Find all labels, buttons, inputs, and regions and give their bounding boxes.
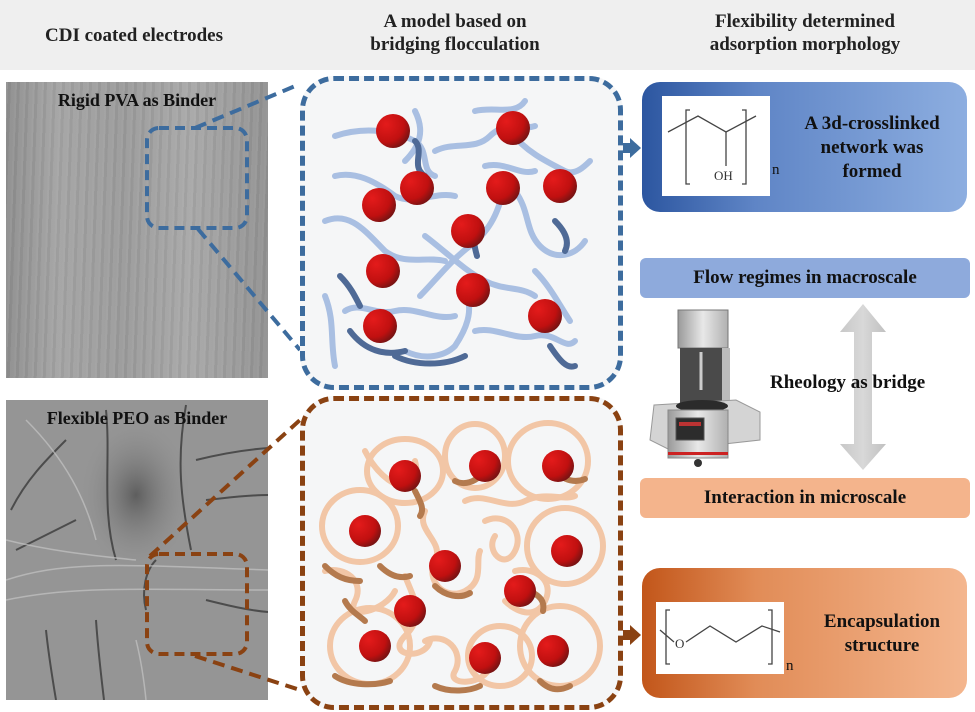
- particle: [389, 460, 421, 492]
- peo-crack-pattern: [6, 400, 268, 700]
- peo-zoom-line-top: [148, 418, 302, 558]
- particle: [362, 188, 396, 222]
- peo-coil-illustration: [319, 420, 606, 694]
- peo-oxygen-atom: O: [675, 636, 684, 651]
- particle: [528, 299, 562, 333]
- pva-subscript-n: n: [772, 162, 780, 178]
- microscale-label-bar: Interaction in microscale: [640, 478, 970, 518]
- pva-zoom-line-bottom: [196, 227, 302, 352]
- pva-result-line3: formed: [842, 161, 902, 182]
- rheology-bridge-label: Rheology as bridge: [770, 372, 926, 393]
- pva-bridging-model: [300, 76, 623, 390]
- macroscale-label-bar: Flow regimes in macroscale: [640, 258, 970, 298]
- particle: [451, 214, 485, 248]
- header-bar: CDI coated electrodes A model based on b…: [0, 0, 975, 70]
- header-col-model: A model based on bridging flocculation: [290, 10, 620, 56]
- peo-zoom-region: [145, 552, 249, 656]
- particle: [376, 114, 410, 148]
- bidirectional-arrow: [840, 304, 886, 470]
- particle: [486, 171, 520, 205]
- pva-result-line1: A 3d-crosslinked: [804, 113, 940, 134]
- header-col-morphology-line2: adsorption morphology: [709, 34, 901, 55]
- peo-result-panel: O n Encapsulation structure: [642, 568, 967, 698]
- peo-structure: O: [656, 602, 784, 674]
- peo-result-text: Encapsulation structure: [797, 610, 967, 658]
- peo-subscript-n: n: [786, 658, 794, 674]
- peo-result-line1: Encapsulation: [823, 611, 941, 632]
- peo-structure-drawing: O: [659, 609, 781, 665]
- particle: [469, 450, 501, 482]
- particle: [504, 575, 536, 607]
- particle: [394, 595, 426, 627]
- particle: [469, 642, 501, 674]
- header-col-model-line2: bridging flocculation: [370, 34, 540, 55]
- header-col-morphology-line1: Flexibility determined: [715, 11, 895, 32]
- particle: [400, 171, 434, 205]
- particle: [496, 111, 530, 145]
- particle: [542, 450, 574, 482]
- particle: [363, 309, 397, 343]
- header-col-morphology: Flexibility determined adsorption morpho…: [640, 10, 970, 56]
- particle: [537, 635, 569, 667]
- pva-structure-drawing: OH: [667, 109, 757, 185]
- pva-result-line2: network was: [820, 137, 924, 158]
- pva-result-panel: OH n A 3d-crosslinked network was formed: [642, 82, 967, 212]
- peo-result-line2: structure: [844, 635, 920, 656]
- particle: [429, 550, 461, 582]
- particle: [359, 630, 391, 662]
- pva-network-illustration: [322, 98, 593, 370]
- pva-zoom-region: [145, 126, 249, 230]
- rheometer-image: [649, 309, 761, 467]
- peo-encapsulation-model: [300, 396, 623, 710]
- peo-particles: [349, 450, 583, 674]
- pva-result-text: A 3d-crosslinked network was formed: [782, 112, 962, 184]
- particle: [456, 273, 490, 307]
- pva-particles: [362, 111, 577, 343]
- pva-oh-group: OH: [714, 168, 733, 183]
- header-col-electrodes: CDI coated electrodes: [45, 25, 223, 46]
- particle: [366, 254, 400, 288]
- pva-electrode-label: Rigid PVA as Binder: [57, 90, 217, 110]
- peo-electrode-image: Flexible PEO as Binder: [6, 400, 268, 700]
- particle: [349, 515, 381, 547]
- particle: [551, 535, 583, 567]
- pva-structure: OH: [662, 96, 770, 196]
- header-col-model-line1: A model based on: [383, 11, 527, 32]
- peo-zoom-line-bottom: [194, 654, 301, 692]
- peo-electrode-label: Flexible PEO as Binder: [46, 408, 228, 428]
- particle: [543, 169, 577, 203]
